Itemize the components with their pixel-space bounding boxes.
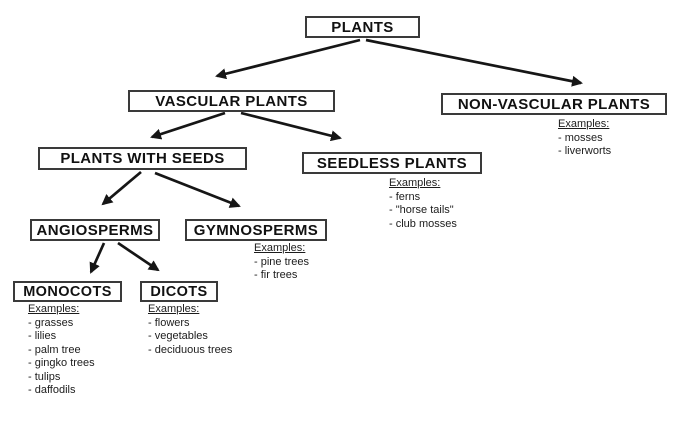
example-item: - ferns: [389, 190, 421, 203]
node-angiosperms-label: ANGIOSPERMS: [36, 221, 154, 239]
example-item: - palm tree: [28, 343, 81, 356]
example-item: - mosses: [558, 131, 603, 144]
example-item: - gingko trees: [28, 357, 95, 369]
arrow-plants-to-vascular-plants: [215, 38, 361, 80]
examples-non-vascular-plants: Examples: - mosses - liverworts: [558, 118, 611, 159]
arrow-vascular-to-plants-with-seeds: [150, 111, 226, 140]
examples-title: Examples:: [558, 118, 610, 130]
node-vascular-plants-label: VASCULAR PLANTS: [155, 92, 308, 110]
example-item: - fir trees: [254, 269, 298, 281]
examples-dicots: Examples: - flowers - vegetables - decid…: [148, 303, 232, 357]
example-item: - liverworts: [558, 145, 612, 157]
node-seedless-plants: SEEDLESS PLANTS: [302, 152, 482, 174]
example-item: - flowers: [148, 316, 190, 329]
node-dicots: DICOTS: [140, 281, 218, 302]
node-dicots-label: DICOTS: [150, 283, 208, 300]
example-item: - club mosses: [389, 217, 457, 230]
examples-gymnosperms: Examples: - pine trees - fir trees: [254, 242, 309, 283]
example-item: - "horse tails": [389, 204, 454, 216]
example-item: - pine trees: [254, 255, 310, 268]
example-item: - vegetables: [148, 330, 208, 342]
node-non-vascular-plants: NON-VASCULAR PLANTS: [441, 93, 667, 115]
examples-monocots: Examples: - grasses - lilies - palm tree…: [28, 303, 95, 398]
arrow-angiosperms-to-monocots: [89, 242, 106, 274]
node-gymnosperms: GYMNOSPERMS: [185, 219, 327, 241]
node-non-vascular-plants-label: NON-VASCULAR PLANTS: [457, 95, 651, 113]
example-item: - lilies: [28, 330, 57, 342]
arrow-vascular-to-seedless-plants: [240, 111, 342, 142]
examples-seedless-plants: Examples: - ferns - "horse tails" - club…: [389, 177, 457, 231]
node-plants-with-seeds-label: PLANTS WITH SEEDS: [60, 150, 225, 167]
node-plants-with-seeds: PLANTS WITH SEEDS: [38, 147, 247, 170]
node-plants-label: PLANTS: [331, 18, 394, 36]
node-vascular-plants: VASCULAR PLANTS: [128, 90, 335, 112]
examples-title: Examples:: [148, 303, 200, 315]
node-angiosperms: ANGIOSPERMS: [30, 219, 160, 241]
arrow-seeds-to-gymnosperms: [154, 171, 241, 208]
node-plants: PLANTS: [305, 16, 420, 38]
examples-title: Examples:: [389, 177, 441, 189]
examples-title: Examples:: [254, 242, 306, 254]
node-seedless-plants-label: SEEDLESS PLANTS: [316, 154, 468, 172]
example-item: - deciduous trees: [148, 343, 233, 356]
examples-title: Examples:: [28, 303, 80, 315]
node-monocots-label: MONOCOTS: [23, 283, 112, 300]
example-item: - tulips: [28, 370, 61, 383]
arrow-angiosperms-to-dicots: [117, 241, 160, 272]
arrow-plants-to-non-vascular-plants: [365, 38, 583, 87]
arrow-seeds-to-angiosperms: [101, 170, 142, 206]
node-gymnosperms-label: GYMNOSPERMS: [193, 221, 319, 239]
node-monocots: MONOCOTS: [13, 281, 122, 302]
example-item: - grasses: [28, 316, 74, 329]
example-item: - daffodils: [28, 384, 76, 396]
